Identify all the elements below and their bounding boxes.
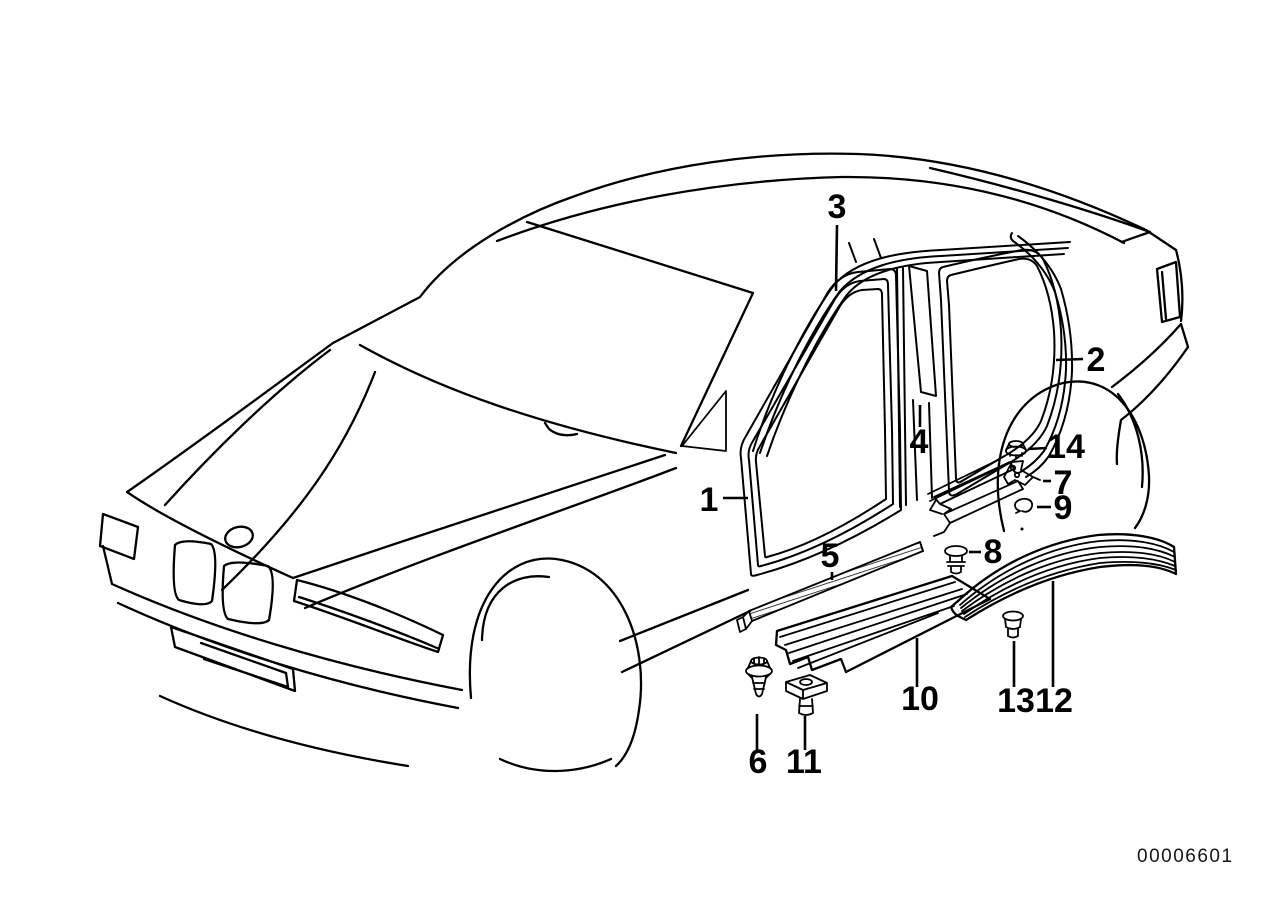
callout-7-label: 7 xyxy=(1054,464,1073,502)
hood-lines xyxy=(125,341,678,610)
grommet-part-13 xyxy=(1002,610,1024,639)
bracket-part-7 xyxy=(1003,460,1041,486)
sill-end-bracket-assembly xyxy=(927,458,1041,537)
rocker-lines xyxy=(618,588,752,674)
callout-8-label: 8 xyxy=(984,533,1003,571)
clip-part-11 xyxy=(785,674,828,716)
callout-12-label: 12 xyxy=(1035,682,1073,720)
sill-strip-part-5 xyxy=(736,541,924,633)
callout-14: 14 xyxy=(1027,428,1085,466)
leader-line-14 xyxy=(1027,446,1048,451)
callout-14-label: 14 xyxy=(1047,428,1085,466)
callout-3: 3 xyxy=(828,188,847,292)
rear-sill-trim-part-12 xyxy=(949,533,1178,622)
callout-10-label: 10 xyxy=(901,680,939,718)
screw-part-6 xyxy=(745,656,773,698)
roof-lines xyxy=(331,152,1178,345)
rivet-part-8 xyxy=(944,545,968,575)
callout-6-label: 6 xyxy=(749,743,768,781)
callout-11-label: 11 xyxy=(786,743,822,781)
callout-8: 8 xyxy=(969,533,1002,571)
edge-protection-part-2 xyxy=(1009,232,1074,478)
seal-tick-marks xyxy=(848,238,882,263)
leader-line-3 xyxy=(834,224,839,292)
callout-3-label: 3 xyxy=(828,188,847,226)
mirror-triangle xyxy=(681,390,727,452)
callout-4-label: 4 xyxy=(910,423,929,461)
front-fascia xyxy=(98,512,464,768)
callout-12: 12 xyxy=(1035,581,1073,720)
callout-10: 10 xyxy=(901,638,939,718)
callout-2-label: 2 xyxy=(1087,341,1106,379)
nut-part-14 xyxy=(1005,440,1027,459)
callout-7: 7 xyxy=(1043,464,1072,502)
car-body xyxy=(98,152,1190,773)
rear-wheel-arch xyxy=(996,380,1151,533)
callout-5: 5 xyxy=(821,537,840,580)
windshield-lines xyxy=(358,220,755,455)
callout-11: 11 xyxy=(786,716,822,781)
callout-1: 1 xyxy=(700,481,748,519)
callout-13: 13 xyxy=(997,641,1035,720)
callout-9-label: 9 xyxy=(1054,489,1073,527)
callout-6: 6 xyxy=(749,714,768,781)
bmw-roundel xyxy=(224,525,254,549)
drawing-number: 00006601 xyxy=(1137,846,1234,867)
small-dot-mark xyxy=(1020,527,1024,531)
callout-13-label: 13 xyxy=(997,682,1035,720)
front-door-opening-seal-part-1 xyxy=(739,268,902,577)
rear-body xyxy=(1110,230,1190,466)
leader-line-2 xyxy=(1055,357,1084,362)
callout-4: 4 xyxy=(910,405,929,461)
callout-2: 2 xyxy=(1055,341,1106,379)
b-pillar xyxy=(896,265,937,508)
b-pillar-trim-part-4 xyxy=(908,265,937,397)
clip-part-9 xyxy=(1014,497,1033,514)
callout-1-label: 1 xyxy=(700,481,719,519)
front-wheel-arch xyxy=(468,557,643,773)
callout-9: 9 xyxy=(1037,489,1072,527)
callout-5-label: 5 xyxy=(821,537,840,575)
